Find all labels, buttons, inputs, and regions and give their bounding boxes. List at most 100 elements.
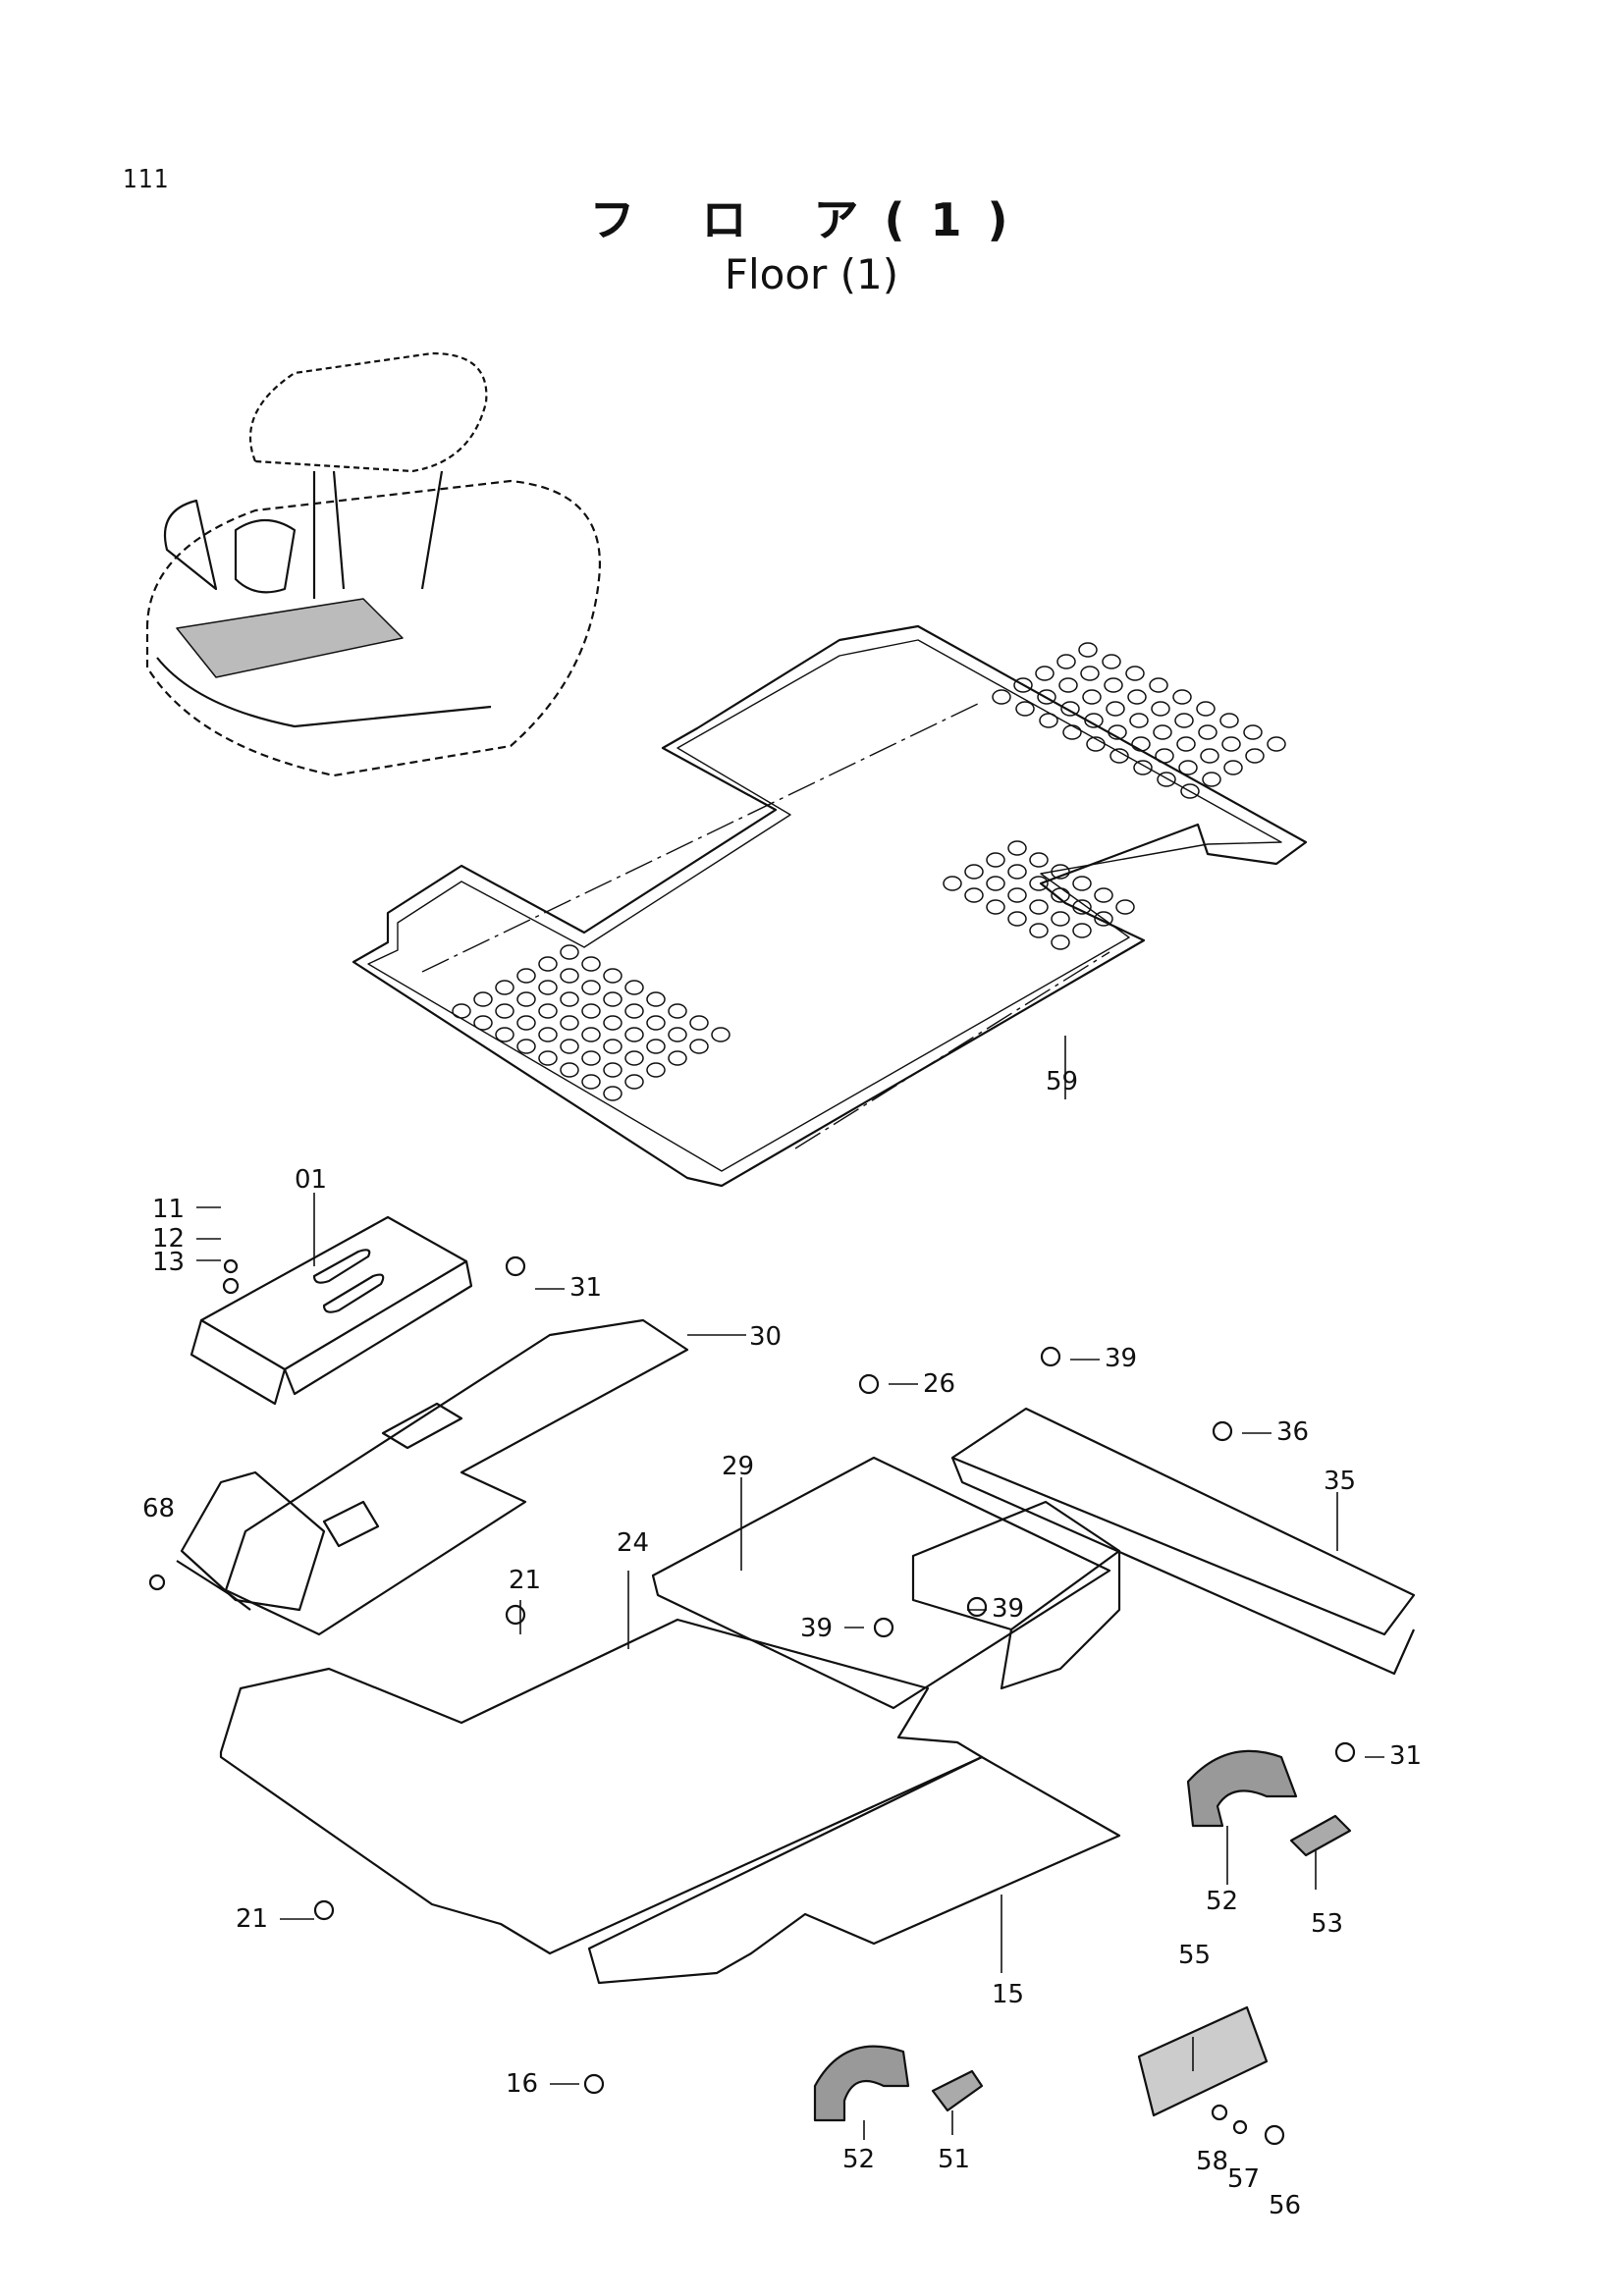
perforation-hole [943,876,962,891]
label-24: 24 [617,1528,649,1558]
perforation-hole [1058,677,1078,693]
perforation-hole [473,991,493,1007]
perforation-hole [1039,713,1058,728]
perforation-hole [1013,677,1033,693]
label-53: 53 [1311,1909,1343,1939]
label-21-b: 21 [236,1904,268,1934]
perforation-hole [646,1015,666,1031]
perforation-hole [452,1003,471,1019]
perforation-hole [624,980,644,995]
perforation-hole [603,1086,622,1101]
perforation-hole [1221,736,1241,752]
page-title-english: Floor (1) [724,250,899,298]
perforation-hole [1035,666,1055,681]
perforation-hole [1051,911,1070,927]
perforation-hole [1102,654,1121,669]
perforation-hole [560,991,579,1007]
perforation-hole [1157,772,1176,787]
perforation-hole [581,1003,601,1019]
perforation-hole [603,1015,622,1031]
label-39-b: 39 [800,1614,833,1643]
label-30: 30 [749,1322,782,1352]
perforation-hole [1037,689,1056,705]
perforation-hole [560,1015,579,1031]
seal-52 [813,1749,1298,2122]
perforation-hole [560,1039,579,1054]
label-57: 57 [1227,2164,1260,2194]
perforation-hole [1180,783,1200,799]
perforation-hole [1084,713,1104,728]
perforation-hole [689,1039,709,1054]
perforation-hole [1060,701,1080,717]
label-15: 15 [992,1980,1024,2009]
label-26: 26 [923,1369,955,1399]
label-16: 16 [506,2069,538,2099]
perforation-hole [1007,911,1027,927]
page-number: 111 [123,165,170,194]
perforation-hole [538,980,558,995]
perforation-hole [538,1027,558,1042]
box-cover [911,1500,1121,1690]
perforation-hole [624,1027,644,1042]
perforation-hole [581,1027,601,1042]
perforation-hole [1200,748,1219,764]
perforation-hole [1172,689,1192,705]
perforation-hole [1029,876,1049,891]
perforation-hole [1223,760,1243,775]
perforation-hole [1202,772,1221,787]
perforation-hole [1267,736,1286,752]
plate-30 [176,1318,689,1636]
perforation-hole [992,689,1011,705]
perforation-hole [964,887,984,903]
perforation-hole [538,956,558,972]
perforation-hole [1149,677,1168,693]
plate-35 [950,1407,1416,1676]
perforation-hole [581,1074,601,1090]
cover-01 [189,1215,473,1406]
label-39-c: 39 [992,1594,1024,1624]
perforation-hole [1176,736,1196,752]
floor-mat-59 [352,624,1308,1188]
perforation-hole [1174,713,1194,728]
perforation-hole [1115,899,1135,915]
perforation-hole [1056,654,1076,669]
perforation-hole [603,968,622,984]
perforation-hole [964,864,984,880]
floor-plate-24 [219,1618,984,1955]
perforation-hole [646,991,666,1007]
label-39-a: 39 [1105,1344,1137,1373]
label-59: 59 [1046,1067,1078,1096]
label-68: 68 [142,1494,175,1523]
floor-mat-perforations [452,642,1286,1101]
label-35: 35 [1324,1467,1356,1496]
perforation-hole [1131,736,1151,752]
perforation-hole [624,1050,644,1066]
perforation-hole [624,1074,644,1090]
fasteners [148,1255,1356,2146]
perforation-hole [1109,748,1129,764]
perforation-hole [1106,701,1125,717]
label-52-a: 52 [1206,1887,1238,1916]
perforation-hole [603,1039,622,1054]
label-12: 12 [152,1224,185,1254]
perforation-hole [495,1003,514,1019]
perforation-hole [516,1015,536,1031]
label-11: 11 [152,1195,185,1224]
label-52-b: 52 [842,2145,875,2174]
perforation-hole [516,991,536,1007]
label-13: 13 [152,1248,185,1277]
label-51: 51 [938,2145,970,2174]
perforation-hole [1094,887,1113,903]
perforation-hole [668,1027,687,1042]
perforation-hole [1078,642,1098,658]
pads [931,1814,1352,2112]
perforation-hole [1125,666,1145,681]
machine-overview-illustration [145,351,601,777]
perforation-hole [711,1027,730,1042]
label-56: 56 [1269,2191,1301,2220]
page-title-japanese: フ ロ ア(1) [589,193,1034,246]
label-58: 58 [1196,2147,1228,2176]
part-labels: 59 01 11 12 13 31 30 26 39 29 36 35 68 2… [142,1067,1422,2220]
perforation-hole [1007,840,1027,856]
perforation-hole [603,1062,622,1078]
